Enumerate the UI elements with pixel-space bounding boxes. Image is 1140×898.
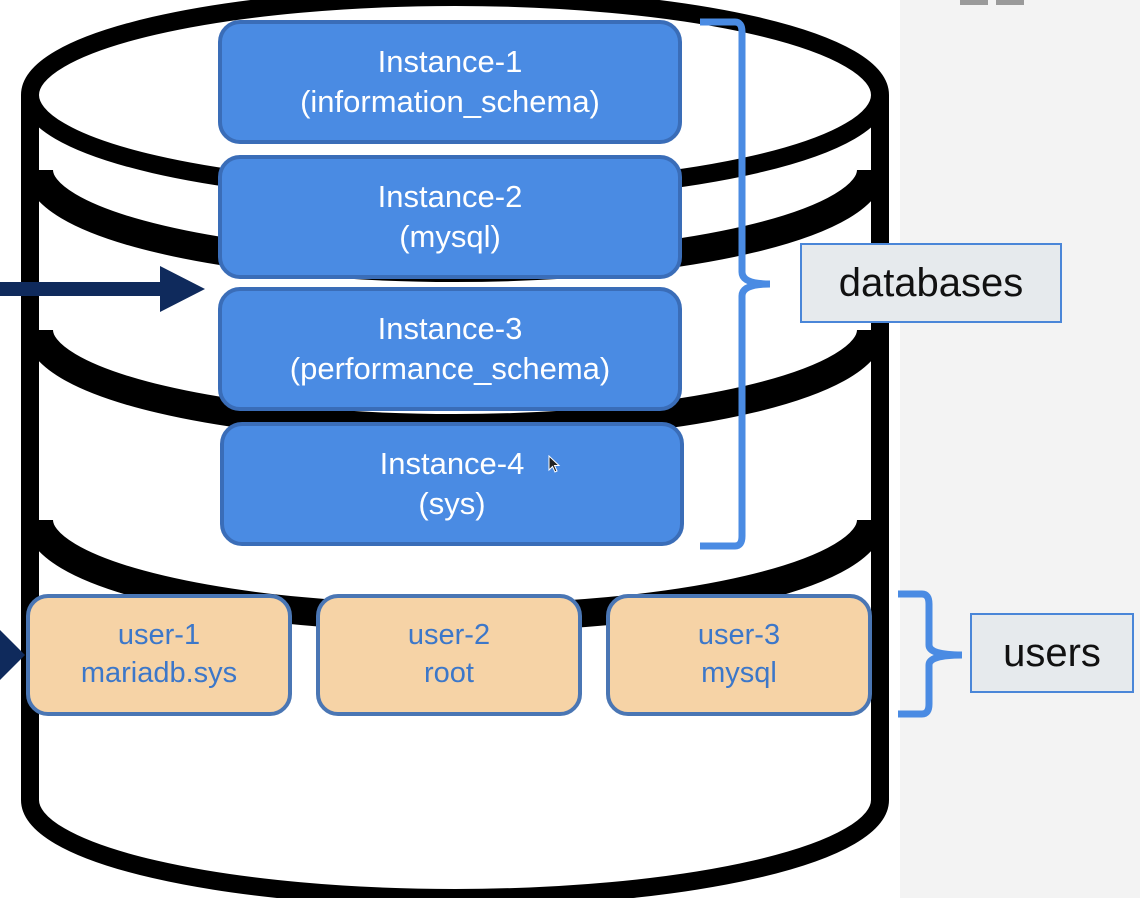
- pause-icon: [960, 0, 1024, 6]
- instance-3-schema: (performance_schema): [289, 351, 611, 386]
- instance-2-schema: (mysql): [399, 219, 501, 254]
- instance-3-name: Instance-3: [377, 310, 523, 346]
- user-3-login: mysql: [701, 657, 777, 689]
- user-1-box: user-1 mariadb.sys: [26, 594, 292, 716]
- instance-1-box: Instance-1 (information_schema): [218, 20, 682, 144]
- instance-1-schema: (information_schema): [300, 84, 600, 119]
- instance-3-box: Instance-3 (performance_schema): [218, 287, 682, 411]
- mouse-cursor-icon: [548, 455, 561, 473]
- instance-4-name: Instance-4: [379, 445, 525, 481]
- instance-4-box: Instance-4 (sys): [220, 422, 684, 546]
- user-2-login: root: [424, 657, 474, 689]
- user-3-box: user-3 mysql: [606, 594, 872, 716]
- side-panel: [900, 0, 1140, 898]
- instance-1-name: Instance-1: [377, 43, 523, 79]
- instance-2-box: Instance-2 (mysql): [218, 155, 682, 279]
- users-label: users: [970, 613, 1134, 693]
- user-1-login: mariadb.sys: [80, 657, 238, 689]
- user-1-name: user-1: [117, 619, 201, 652]
- user-2-name: user-2: [407, 619, 491, 652]
- arrow-to-databases: [0, 266, 205, 312]
- users-brace: [898, 590, 963, 718]
- arrow-to-users: [0, 630, 25, 680]
- databases-label: databases: [800, 243, 1062, 323]
- instance-4-schema: (sys): [418, 486, 486, 521]
- user-2-box: user-2 root: [316, 594, 582, 716]
- databases-brace: [700, 18, 771, 550]
- user-3-name: user-3: [697, 619, 781, 652]
- instance-2-name: Instance-2: [377, 178, 523, 214]
